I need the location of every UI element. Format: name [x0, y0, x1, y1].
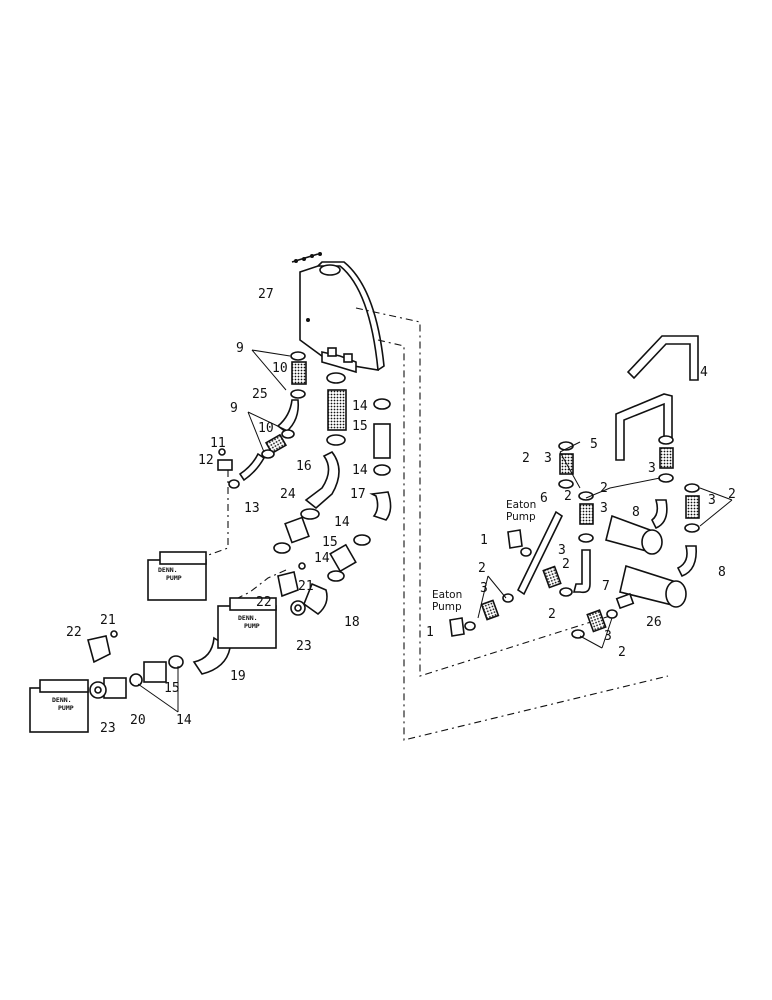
callout-18: 18: [344, 615, 360, 630]
callout-9-lower: 9: [230, 401, 238, 416]
right-hose-assembly: [449, 335, 700, 639]
eaton-pump-label-upper: Eaton: [506, 499, 536, 511]
callout-21-lower: 21: [100, 613, 116, 628]
denison-pump-middle: DENN. PUMP: [217, 597, 277, 649]
callout-12: 12: [198, 453, 214, 468]
eaton-pump-label-lower-2: Pump: [432, 601, 462, 613]
callout-3-a: 3: [544, 451, 552, 466]
callout-10-upper: 10: [272, 361, 288, 376]
callout-10-lower: 10: [258, 421, 274, 436]
callout-22-lower: 22: [66, 625, 82, 640]
callout-2-a: 2: [522, 451, 530, 466]
callout-2-b: 2: [600, 481, 608, 496]
callout-2-c: 2: [564, 489, 572, 504]
left-hose-assembly: [87, 351, 392, 699]
leader-lines: [137, 349, 733, 713]
svg-text:DENN.: DENN.: [238, 614, 258, 622]
callout-3-g: 3: [604, 629, 612, 644]
callout-2-e: 2: [562, 557, 570, 572]
svg-text:DENN.: DENN.: [52, 696, 72, 704]
callout-9-upper: 9: [236, 341, 244, 356]
callout-19: 19: [230, 669, 246, 684]
callout-11: 11: [210, 436, 226, 451]
callout-numbers: 27 9 10 25 9 10 11 12 13 24 14 15 14 16 …: [66, 287, 736, 736]
callout-20: 20: [130, 713, 146, 728]
callout-6: 6: [540, 491, 548, 506]
flow-lines: [199, 307, 669, 741]
callout-3-e: 3: [558, 543, 566, 558]
svg-text:PUMP: PUMP: [166, 574, 182, 582]
callout-1-a: 1: [480, 533, 488, 548]
callout-5: 5: [590, 437, 598, 452]
eaton-pump-label-lower: Eaton: [432, 589, 462, 601]
callout-21-mid: 21: [298, 579, 314, 594]
svg-text:DENN.: DENN.: [158, 566, 178, 574]
callout-14-a: 14: [352, 399, 368, 414]
callout-14-e: 14: [176, 713, 192, 728]
callout-23-mid: 23: [296, 639, 312, 654]
svg-text:PUMP: PUMP: [58, 704, 74, 712]
callout-15-a: 15: [352, 419, 368, 434]
callout-14-c: 14: [334, 515, 350, 530]
callout-13: 13: [244, 501, 260, 516]
callout-24: 24: [280, 487, 296, 502]
callout-3-d: 3: [708, 493, 716, 508]
callout-2-f: 2: [478, 561, 486, 576]
callout-2-g: 2: [548, 607, 556, 622]
callout-14-d: 14: [314, 551, 330, 566]
callout-3-c: 3: [600, 501, 608, 516]
callout-17: 17: [350, 487, 366, 502]
reservoir-tank: [291, 252, 385, 374]
callout-15-c: 15: [164, 681, 180, 696]
callout-1-b: 1: [426, 625, 434, 640]
callout-3-b: 3: [648, 461, 656, 476]
callout-14-b: 14: [352, 463, 368, 478]
eaton-pump-label-upper-2: Pump: [506, 511, 536, 523]
callout-4: 4: [700, 365, 708, 380]
denison-pump-upper: DENN. PUMP: [147, 551, 207, 601]
denison-pump-lower: DENN. PUMP: [29, 679, 89, 733]
svg-text:PUMP: PUMP: [244, 622, 260, 630]
callout-8-b: 8: [718, 565, 726, 580]
callout-22-mid: 22: [256, 595, 272, 610]
callout-2-h: 2: [618, 645, 626, 660]
callout-7: 7: [602, 579, 610, 594]
callout-26: 26: [646, 615, 662, 630]
callout-8-a: 8: [632, 505, 640, 520]
callout-3-f: 3: [480, 581, 488, 596]
callout-23-lower: 23: [100, 721, 116, 736]
callout-25: 25: [252, 387, 268, 402]
callout-15-b: 15: [322, 535, 338, 550]
callout-16: 16: [296, 459, 312, 474]
callout-2-d: 2: [728, 487, 736, 502]
callout-27: 27: [258, 287, 274, 302]
